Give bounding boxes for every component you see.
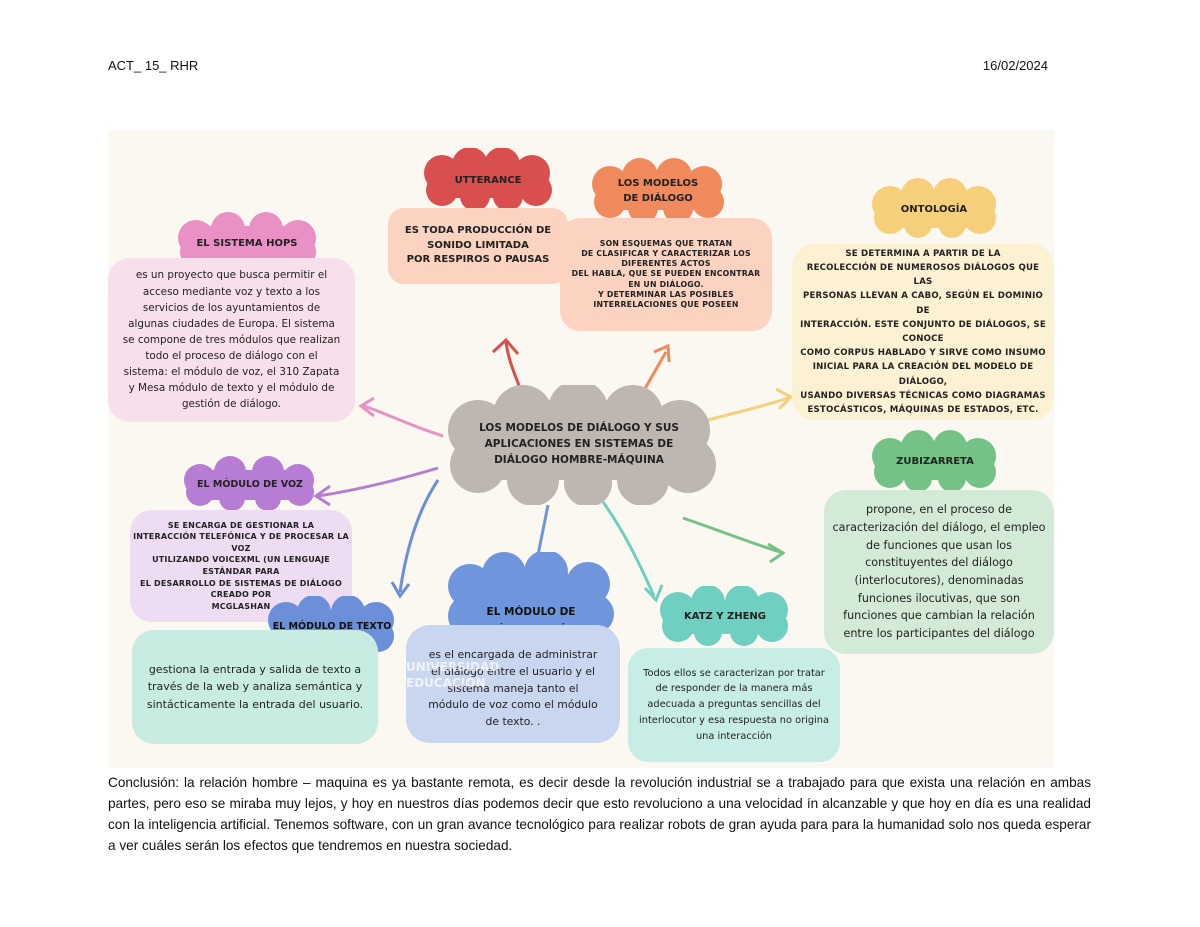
voz-title: EL MÓDULO DE VOZ bbox=[197, 478, 303, 490]
arrow-to-gestion bbox=[536, 504, 550, 556]
texto-text: gestiona la entrada y salida de texto a … bbox=[146, 663, 364, 711]
katz-title: KATZ Y ZHENG bbox=[683, 610, 767, 622]
gestion-text: es el encargada de administrar el diálog… bbox=[428, 648, 598, 729]
arrow-to-utterance bbox=[504, 341, 522, 389]
document-header-date: 16/02/2024 bbox=[982, 58, 1048, 73]
document-header-left: ACT_ 15_ RHR bbox=[108, 58, 199, 73]
zubizarreta-text: propone, en el proceso de caracterizació… bbox=[832, 503, 1046, 641]
arrow-to-hops bbox=[363, 404, 444, 438]
voz-text: SE ENCARGA DE GESTIONAR LA INTERACCIÓN T… bbox=[133, 520, 349, 611]
gestion-cloud: EL MÓDULO DE GESTIÓN NDE DIÁLOGO bbox=[446, 552, 616, 654]
hops-text: es un proyecto que busca permitir el acc… bbox=[122, 269, 341, 411]
modelos-title: LOS MODELOS DE DIÁLOGO bbox=[617, 178, 699, 204]
watermark-text: UNIVERSIDAD EDUCACIÓN bbox=[406, 660, 500, 690]
modelos-box: SON ESQUEMAS QUE TRATAN DE CLASIFICAR Y … bbox=[560, 218, 772, 331]
conclusion-paragraph: Conclusión: la relación hombre – maquina… bbox=[108, 775, 1091, 854]
utterance-text: ES TODA PRODUCCIÓN DE SONIDO LIMITADA PO… bbox=[404, 225, 552, 266]
utterance-box: ES TODA PRODUCCIÓN DE SONIDO LIMITADA PO… bbox=[388, 208, 568, 284]
arrow-to-texto bbox=[398, 479, 440, 593]
gestion-box: es el encargada de administrar el diálog… bbox=[406, 625, 620, 743]
ontologia-box: SE DETERMINA A PARTIR DE LA RECOLECCIÓN … bbox=[792, 244, 1054, 420]
ontologia-cloud: ONTOLOGÍA bbox=[868, 178, 1000, 240]
utterance-title: UTTERANCE bbox=[454, 174, 522, 186]
central-topic-text: LOS MODELOS DE DIÁLOGO Y SUS APLICACIONE… bbox=[479, 422, 679, 466]
arrow-to-katz bbox=[601, 501, 656, 597]
arrow-to-voz bbox=[317, 466, 439, 498]
utterance-cloud: UTTERANCE bbox=[420, 148, 556, 212]
zubizarreta-cloud: ZUBIZARRETA bbox=[870, 430, 1000, 492]
zubizarreta-box: propone, en el proceso de caracterizació… bbox=[824, 490, 1054, 654]
voz-cloud: EL MÓDULO DE VOZ bbox=[180, 456, 320, 512]
modelos-text: SON ESQUEMAS QUE TRATAN DE CLASIFICAR Y … bbox=[571, 239, 761, 309]
texto-box: gestiona la entrada y salida de texto a … bbox=[132, 630, 378, 744]
arrow-to-ontologia bbox=[707, 396, 789, 422]
zubizarreta-title: ZUBIZARRETA bbox=[896, 455, 974, 467]
central-topic-cloud: LOS MODELOS DE DIÁLOGO Y SUS APLICACIONE… bbox=[438, 385, 720, 505]
ontologia-title: ONTOLOGÍA bbox=[900, 203, 968, 215]
hops-title: EL SISTEMA HOPS bbox=[196, 237, 298, 249]
hops-box: es un proyecto que busca permitir el acc… bbox=[108, 258, 355, 422]
katz-box: Todos ellos se caracterizan por tratar d… bbox=[628, 648, 840, 762]
ontologia-text: SE DETERMINA A PARTIR DE LA RECOLECCIÓN … bbox=[800, 248, 1046, 415]
texto-title: EL MÓDULO DE TEXTO bbox=[272, 620, 392, 632]
modelos-cloud: LOS MODELOS DE DIÁLOGO bbox=[588, 158, 728, 224]
concept-map: LOS MODELOS DE DIÁLOGO Y SUS APLICACIONE… bbox=[108, 130, 1054, 768]
katz-text: Todos ellos se caracterizan por tratar d… bbox=[639, 667, 829, 742]
katz-cloud: KATZ Y ZHENG bbox=[658, 586, 792, 646]
arrow-to-zubizarreta bbox=[682, 516, 781, 554]
